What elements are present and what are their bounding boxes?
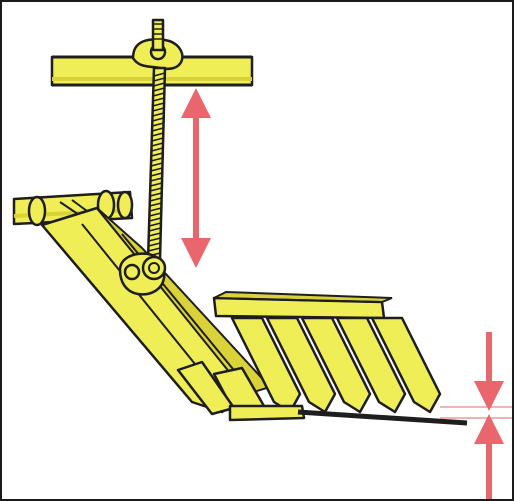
rod-thread — [153, 87, 165, 92]
mounting-clamp — [131, 18, 184, 71]
pivot-joint — [118, 252, 167, 296]
rod-thread — [153, 82, 165, 87]
rod-thread — [153, 72, 166, 77]
tine-plate — [212, 290, 442, 414]
rod-thread — [149, 202, 162, 207]
rod-thread — [151, 142, 164, 147]
rod-thread — [150, 157, 163, 162]
rod-thread — [149, 192, 162, 197]
rod-thread — [150, 167, 163, 172]
tine-2 — [265, 316, 337, 414]
rod-thread — [151, 137, 164, 142]
rod-thread — [152, 122, 164, 127]
rod-thread — [150, 187, 163, 192]
rod-thread — [149, 197, 162, 202]
threaded-adjustment-rod — [146, 66, 167, 262]
skid-shoe — [228, 404, 468, 426]
rod-thread — [152, 102, 165, 107]
rod-thread — [148, 227, 162, 232]
rod-thread — [152, 97, 165, 102]
tine-1 — [230, 316, 302, 414]
rod-thread — [151, 152, 163, 157]
rod-thread — [152, 107, 165, 112]
rod-thread — [152, 92, 165, 97]
rod-thread — [148, 242, 161, 247]
tine-5 — [370, 316, 442, 414]
rod-thread — [150, 177, 163, 182]
rod-thread — [151, 127, 164, 132]
rod-thread — [152, 117, 164, 122]
tine-4 — [335, 316, 407, 414]
rod-thread — [150, 172, 163, 177]
rod-thread — [152, 112, 165, 117]
rod-thread — [148, 247, 161, 252]
rod-thread — [149, 212, 162, 217]
rod-thread — [148, 232, 161, 237]
ground-reference — [440, 406, 512, 419]
rod-thread — [149, 207, 162, 212]
rod-thread — [149, 217, 162, 222]
rod-thread — [151, 132, 164, 137]
tine-3 — [300, 316, 372, 414]
rod-thread — [150, 162, 163, 167]
rod-thread — [153, 77, 165, 82]
rod-thread — [150, 182, 163, 187]
rod-thread — [148, 222, 162, 227]
rod-thread — [148, 237, 161, 242]
rod-thread — [151, 147, 164, 152]
